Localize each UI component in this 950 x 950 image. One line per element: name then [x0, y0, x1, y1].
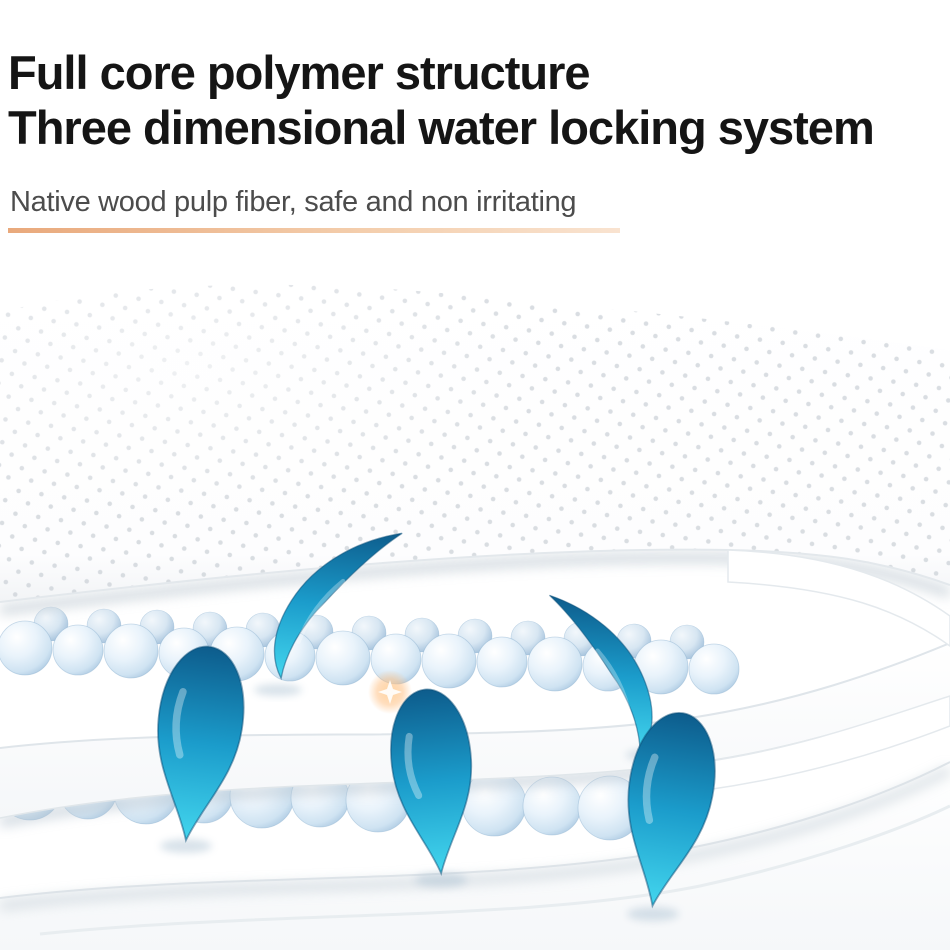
bottom-sheet-layer — [0, 761, 950, 950]
page-title-line-2: Three dimensional water locking system — [8, 100, 875, 154]
water-droplet-arrow-4 — [385, 686, 480, 877]
layer-edges-right — [703, 549, 950, 791]
sparkle-glow — [368, 670, 412, 714]
subtitle-underline — [8, 228, 620, 234]
page-title-line-1: Full core polymer structure — [8, 46, 591, 99]
page-subtitle: Native wood pulp fiber, safe and non irr… — [10, 185, 577, 218]
absorbent-core-illustration — [0, 250, 950, 950]
header: Full core polymer structure Three dimens… — [0, 0, 950, 234]
pillow-top-sheet — [0, 250, 950, 615]
page-title: Full core polymer structure Three dimens… — [8, 46, 950, 156]
